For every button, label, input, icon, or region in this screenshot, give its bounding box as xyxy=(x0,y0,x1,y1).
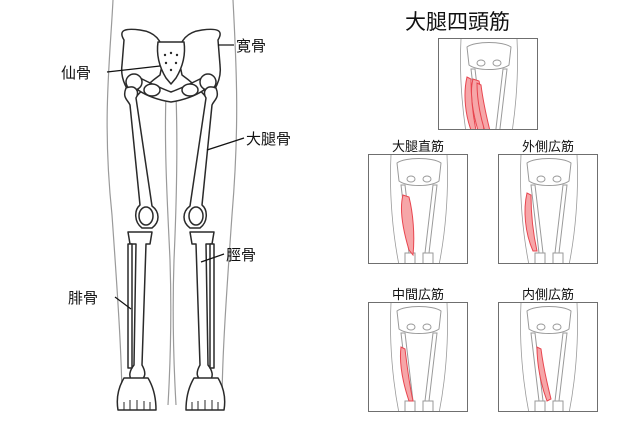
right-foot xyxy=(116,377,157,411)
left-fibula xyxy=(209,243,215,369)
leg-thumbnail-all xyxy=(460,39,518,129)
muscle-intermedius xyxy=(400,346,414,402)
quadriceps-title: 大腿四頭筋 xyxy=(405,10,510,34)
panel-vastus-intermedius xyxy=(368,302,468,412)
right-femur xyxy=(123,86,159,229)
leg-thumbnail-rectus xyxy=(390,155,448,263)
sacrum-bone xyxy=(156,41,186,85)
muscle-medialis xyxy=(536,346,552,402)
body-silhouette xyxy=(106,0,238,406)
leg-skeleton-figure xyxy=(106,0,245,411)
hip-bone-label: 寛骨 xyxy=(236,37,267,55)
panel-rectus-femoris xyxy=(368,154,468,264)
muscle-rectus xyxy=(400,194,415,257)
femur-label: 大腿骨 xyxy=(246,130,292,148)
sacrum-leader-line xyxy=(106,65,161,73)
leg-thumbnail-medialis xyxy=(520,303,578,411)
muscle-lateralis xyxy=(524,192,538,252)
left-foot xyxy=(185,377,226,411)
muscle-medialis xyxy=(476,82,491,129)
panel-label-vastus-medialis: 内側広筋 xyxy=(521,288,575,303)
panel-vastus-medialis xyxy=(498,302,598,412)
left-patella xyxy=(188,206,204,226)
fibula-label: 腓骨 xyxy=(68,289,99,307)
panel-label-vastus-lateralis: 外側広筋 xyxy=(521,140,575,155)
tibia-leader-line xyxy=(200,253,225,263)
femur-leader-line xyxy=(206,137,245,151)
left-femur xyxy=(183,86,219,229)
panel-vastus-lateralis xyxy=(498,154,598,264)
panel-label-rectus-femoris: 大腿直筋 xyxy=(391,140,445,155)
tibia-label: 脛骨 xyxy=(226,246,257,264)
muscle-lateralis xyxy=(464,76,477,129)
right-fibula xyxy=(127,243,133,369)
right-patella xyxy=(138,206,154,226)
leg-thumbnail-intermedius xyxy=(390,303,448,411)
panel-quadriceps-all xyxy=(438,38,538,130)
sacrum-label: 仙骨 xyxy=(61,64,92,82)
panel-label-vastus-intermedius: 中間広筋 xyxy=(391,288,445,303)
leg-thumbnail-lateralis xyxy=(520,155,578,263)
fibula-leader-line xyxy=(114,296,132,310)
